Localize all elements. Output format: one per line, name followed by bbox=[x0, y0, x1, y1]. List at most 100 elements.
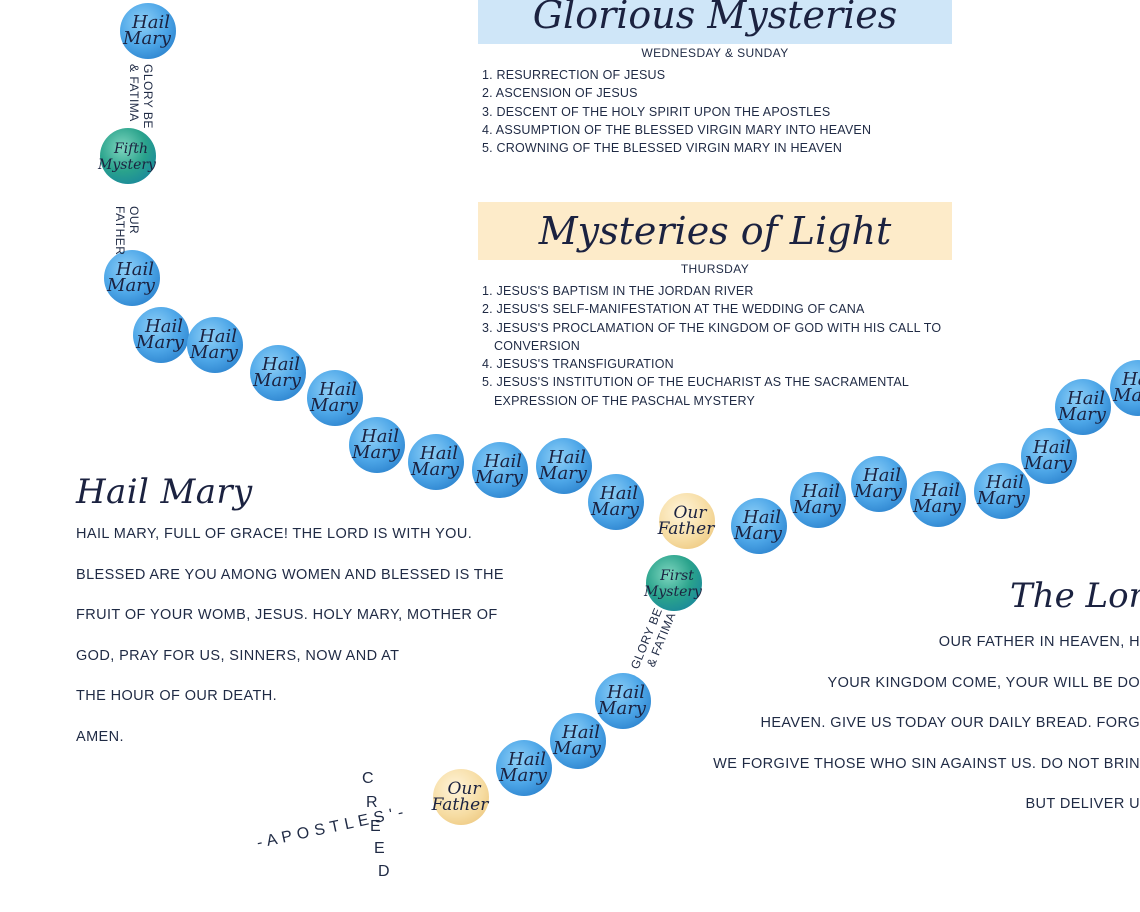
creed-letter-1: C bbox=[362, 770, 374, 787]
bead-label: Mary bbox=[498, 765, 548, 786]
bead-label: Mary bbox=[474, 467, 524, 488]
bead-circle bbox=[496, 740, 552, 796]
bead-label: Mary bbox=[1112, 385, 1140, 406]
bead-label: Fifth bbox=[113, 141, 148, 157]
bead-label: Mary bbox=[135, 332, 185, 353]
lords-prayer-line: HEAVEN. GIVE US TODAY OUR DAILY BREAD. F… bbox=[760, 715, 1140, 732]
bead-circle bbox=[588, 474, 644, 530]
bead-label: Mary bbox=[1023, 453, 1073, 474]
bead-label: Hail bbox=[547, 447, 586, 468]
list-item: 1. JESUS'S BAPTISM IN THE JORDAN RIVER bbox=[482, 284, 754, 298]
hail-mary-line: HAIL MARY, FULL OF GRACE! THE LORD IS WI… bbox=[76, 526, 473, 542]
our-father-label-left: OUR FATHER bbox=[113, 206, 141, 255]
bead-label: Hail bbox=[606, 682, 645, 703]
bead-circle bbox=[536, 438, 592, 494]
bead-label: Hail bbox=[599, 483, 638, 504]
hail-mary-line: THE HOUR OF OUR DEATH. bbox=[76, 688, 278, 705]
list-item: 1. RESURRECTION OF JESUS bbox=[482, 68, 666, 82]
hail-mary-prayer: Hail Mary HAIL MARY, FULL OF GRACE! THE … bbox=[76, 472, 504, 768]
bead-label: Hail bbox=[985, 472, 1024, 493]
lords-prayer-line: WE FORGIVE THOSE WHO SIN AGAINST US. DO … bbox=[713, 755, 1140, 772]
list-item: 4. JESUS'S TRANSFIGURATION bbox=[482, 357, 674, 372]
our-father-label-line2: FATHER bbox=[113, 206, 127, 255]
bead-label: Hail bbox=[1066, 388, 1105, 409]
lords-prayer-line: YOUR KINGDOM COME, YOUR WILL BE DO bbox=[827, 674, 1140, 691]
bead-label: Hail bbox=[144, 316, 183, 337]
bead-label: Mary bbox=[189, 342, 239, 363]
bead-label: Mary bbox=[597, 698, 647, 719]
bead-label: Hail bbox=[261, 354, 300, 375]
bead-label: Hail bbox=[921, 480, 960, 501]
bead-label: Hail bbox=[318, 379, 357, 400]
bead-circle bbox=[851, 456, 907, 512]
list-item: 5. JESUS'S INSTITUTION OF THE EUCHARIST … bbox=[482, 375, 909, 408]
bead-circle bbox=[790, 472, 846, 528]
bead-label: Hail bbox=[131, 12, 170, 33]
hail-mary-line: AMEN. bbox=[76, 728, 124, 745]
bead-label: Hail bbox=[1121, 369, 1140, 390]
bead-circle bbox=[974, 463, 1030, 519]
bead-circle bbox=[307, 370, 363, 426]
bead-circle bbox=[250, 345, 306, 401]
bead-label: Mary bbox=[912, 496, 962, 517]
creed-letter-5: D bbox=[378, 863, 390, 880]
bead-circle bbox=[1055, 379, 1111, 435]
glorious-banner: Glorious Mysteries bbox=[478, 0, 952, 44]
glory-be-label-line2: & FATIMA bbox=[127, 64, 141, 122]
bead-label: Our bbox=[447, 779, 481, 799]
creed-letter-2: R bbox=[366, 794, 378, 811]
bead-label: Hail bbox=[419, 443, 458, 464]
bead-label: Mary bbox=[538, 463, 588, 484]
bead-label: Our bbox=[673, 503, 707, 523]
bead-circle bbox=[349, 417, 405, 473]
bead-circle bbox=[133, 307, 189, 363]
bead-label: Hail bbox=[742, 507, 781, 528]
bead-label: Mary bbox=[309, 395, 359, 416]
our-father-label-line1: OUR bbox=[127, 206, 141, 234]
lords-prayer-line: OUR FATHER IN HEAVEN, H bbox=[938, 634, 1140, 650]
bead-circle bbox=[595, 673, 651, 729]
bead-label: Hail bbox=[115, 259, 154, 280]
hail-mary-title: Hail Mary bbox=[76, 472, 253, 512]
lords-prayer-title: The Lord bbox=[1010, 576, 1140, 616]
glorious-list: 1. RESURRECTION OF JESUS 2. ASCENSION OF… bbox=[478, 66, 952, 157]
bead-circle bbox=[120, 3, 176, 59]
bead-label: Hail bbox=[1032, 437, 1071, 458]
list-item: 2. JESUS'S SELF-MANIFESTATION AT THE WED… bbox=[482, 302, 865, 317]
light-list: 1. JESUS'S BAPTISM IN THE JORDAN RIVER 2… bbox=[478, 282, 962, 410]
bead-label: Hail bbox=[198, 326, 237, 347]
bead-label: Mary bbox=[733, 523, 783, 544]
bead-label: Hail bbox=[561, 722, 600, 743]
bead-circle bbox=[731, 498, 787, 554]
bead-label: Father bbox=[657, 519, 716, 539]
bead-circle bbox=[646, 555, 702, 611]
list-item: 5. CROWNING OF THE BLESSED VIRGIN MARY I… bbox=[482, 141, 843, 156]
bead-circle bbox=[659, 493, 715, 549]
hail-mary-line: GOD, PRAY FOR US, SINNERS, NOW AND AT bbox=[76, 647, 400, 664]
bead-circle bbox=[100, 128, 156, 184]
bead-label: First bbox=[659, 568, 694, 584]
bead-label: Mary bbox=[252, 370, 302, 391]
bead-label: Hail bbox=[862, 465, 901, 486]
bead-circle bbox=[433, 769, 489, 825]
bead-label: Hail bbox=[483, 451, 522, 472]
bead-circle bbox=[408, 434, 464, 490]
light-days: THURSDAY bbox=[680, 262, 750, 276]
